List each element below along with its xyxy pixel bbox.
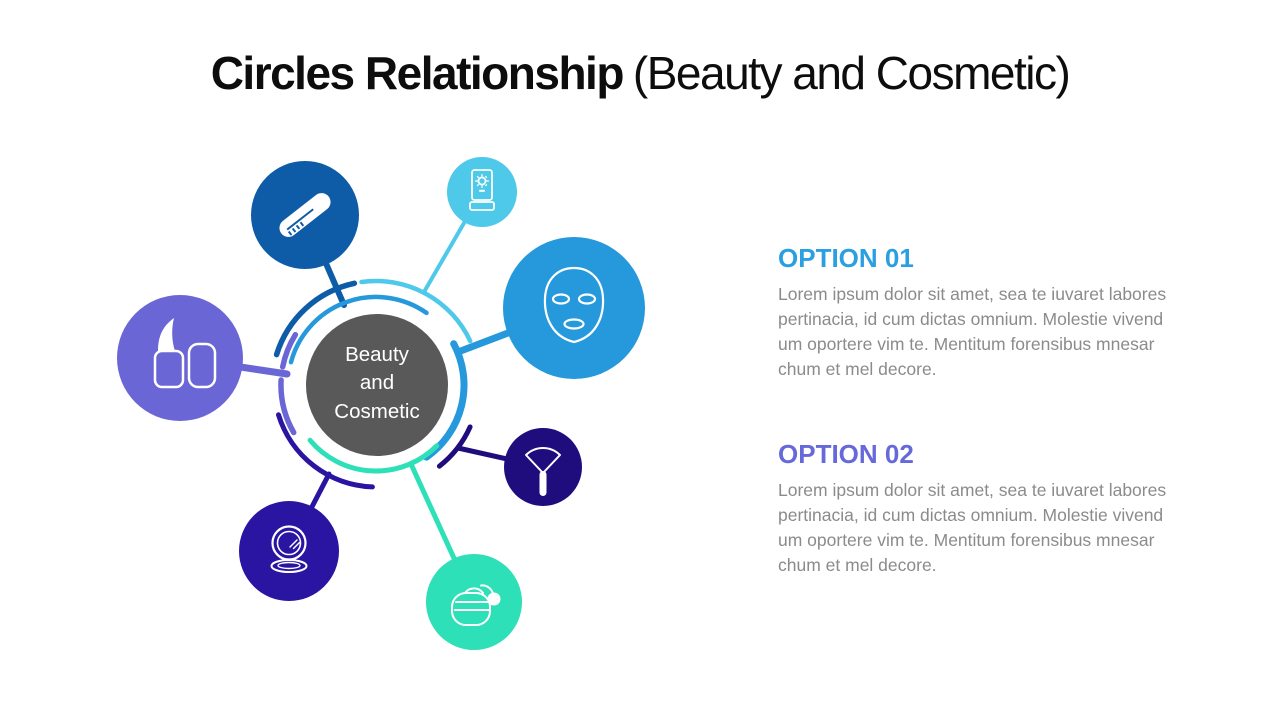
hub-label-line1: Beauty — [345, 343, 409, 366]
option-2-body-line: pertinacia, id cum dictas omnium. Molest… — [778, 504, 1164, 525]
title-main: Circles Relationship — [210, 47, 625, 99]
option-1-block: OPTION 01 Lorem ipsum dolor sit amet, se… — [778, 243, 1178, 381]
option-2-block: OPTION 02 Lorem ipsum dolor sit amet, se… — [778, 439, 1178, 577]
satellite-circle-mask — [503, 237, 645, 379]
ring-arc-navy-topleft — [273, 280, 358, 358]
comb-icon — [279, 193, 331, 237]
satellite-circle-sunscreen — [447, 157, 517, 227]
option-1-heading: OPTION 01 — [778, 243, 914, 273]
hub-label-line3: Cosmetic — [334, 399, 420, 423]
option-1-body-line: um oportere vim te. Mentitum forensibus … — [778, 333, 1155, 354]
option-1-body-line: chum et mel decore. — [778, 358, 937, 379]
option-2-body-line: chum et mel decore. — [778, 554, 937, 575]
fan-brush-icon — [525, 446, 561, 496]
ring-arc-cyan-topright — [359, 278, 473, 344]
face-mask-icon — [543, 266, 605, 344]
page-title: Circles Relationship(Beauty and Cosmetic… — [0, 46, 1280, 100]
compact-mirror-icon — [270, 525, 308, 573]
title-subtitle: (Beauty and Cosmetic) — [632, 47, 1071, 99]
satellite-circle-lipstick — [117, 295, 243, 421]
sunscreen-tube-icon — [469, 169, 495, 211]
ring-arc-indigo-bottomright — [436, 424, 473, 469]
option-1-body: Lorem ipsum dolor sit amet, sea te iuvar… — [778, 282, 1178, 381]
option-1-body-line: Lorem ipsum dolor sit amet, sea te iuvar… — [778, 284, 1167, 304]
ring-arc-blue-top — [288, 294, 429, 365]
option-2-body: Lorem ipsum dolor sit amet, sea te iuvar… — [778, 478, 1178, 577]
ring-arc-indigo-bottomleft — [276, 412, 375, 490]
satellite-circle-mirror — [239, 501, 339, 601]
hub-label-line2: and — [359, 371, 395, 395]
ring-arc-teal-bottom — [307, 437, 440, 474]
ring-arc-purple-left-b — [279, 331, 299, 370]
option-2-body-line: um oportere vim te. Mentitum forensibus … — [778, 529, 1155, 550]
satellite-circle-fan — [504, 428, 582, 506]
option-1-body-line: pertinacia, id cum dictas omnium. Molest… — [778, 308, 1164, 329]
perfume-bottle-icon — [451, 584, 501, 626]
option-2-body-line: Lorem ipsum dolor sit amet, sea te iuvar… — [778, 480, 1167, 500]
hub-circle — [306, 314, 448, 456]
lipstick-icon — [153, 318, 217, 389]
option-2-heading: OPTION 02 — [778, 439, 914, 469]
hub-label: Beauty and Cosmetic — [307, 341, 447, 426]
ring-arc-purple-left-a — [278, 377, 297, 436]
